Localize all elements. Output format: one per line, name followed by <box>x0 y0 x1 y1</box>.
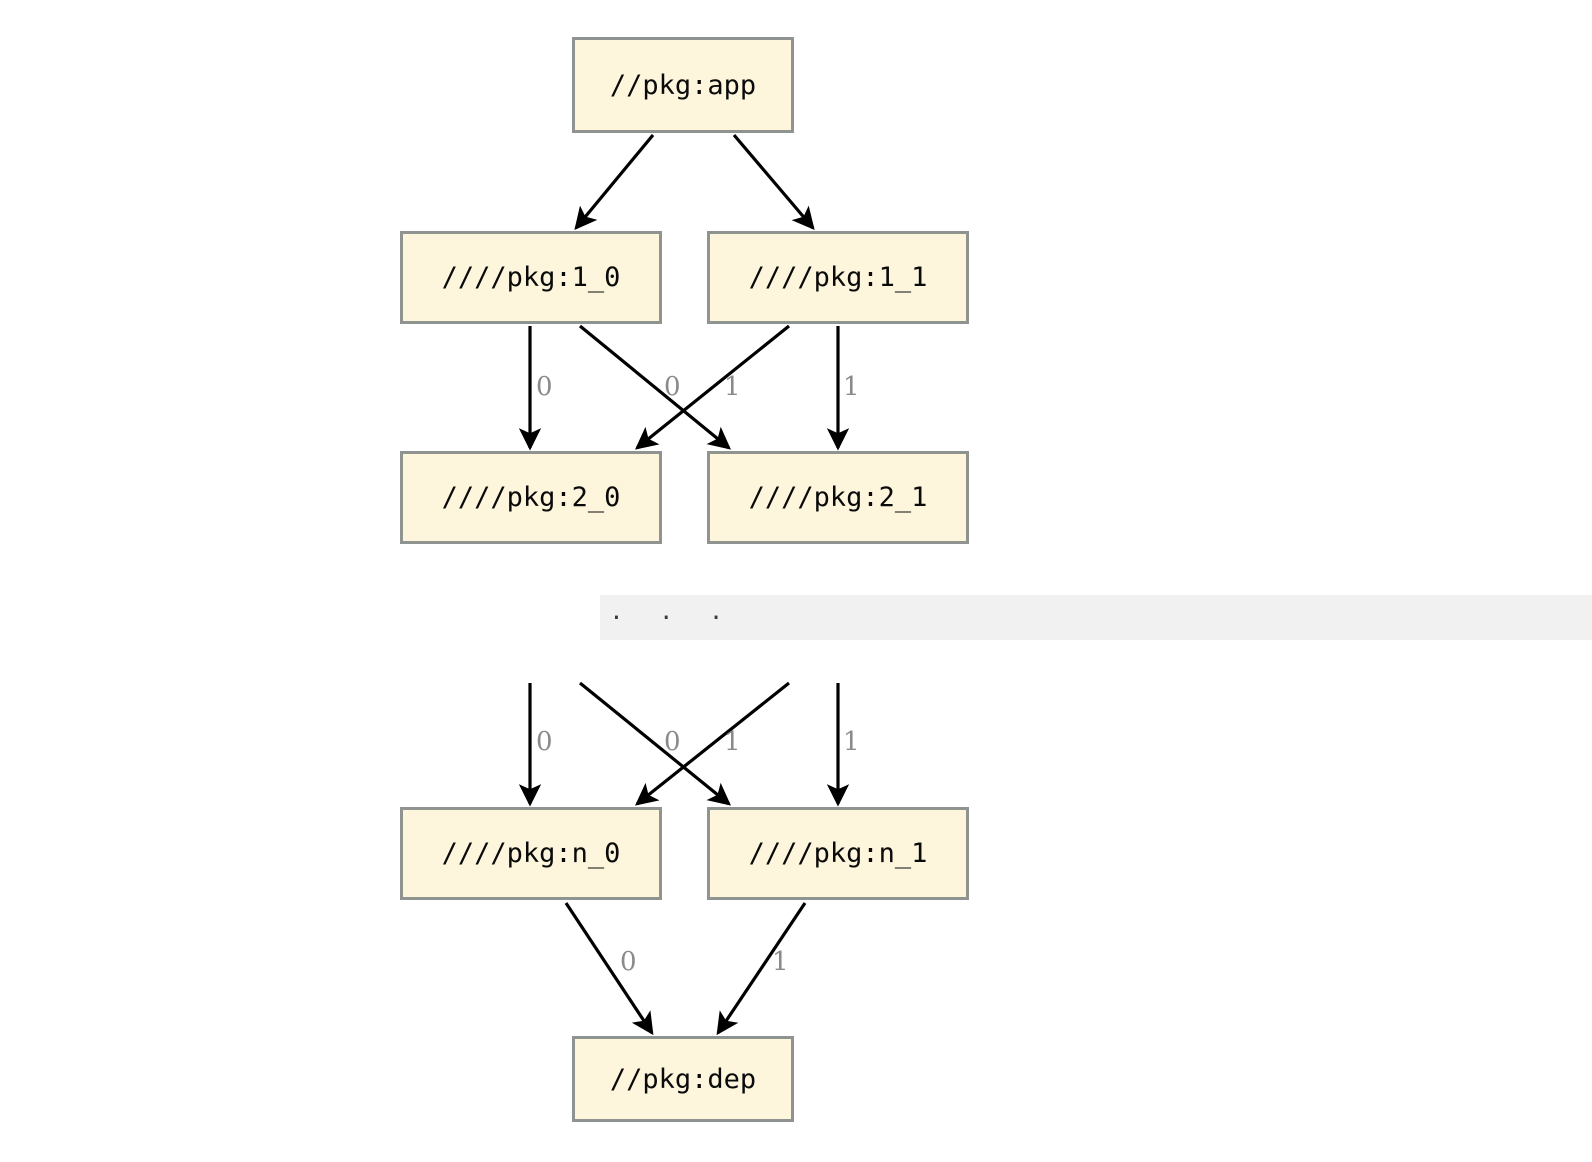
edge-none-to-n_1 <box>578 681 731 806</box>
node-label: //pkg:dep <box>609 1063 757 1095</box>
node-n_1[interactable]: ////pkg:n_1 <box>707 807 969 900</box>
node-label: ////pkg:2_1 <box>748 482 928 513</box>
edge-n_0-to-dep <box>564 902 654 1036</box>
edge-l1_1-to-l2_0 <box>635 324 791 450</box>
edge-label: 0 <box>620 947 637 977</box>
edge-none-to-n_0 <box>634 681 790 806</box>
edge-label: 0 <box>664 727 681 757</box>
node-l1_1[interactable]: ////pkg:1_1 <box>707 231 969 324</box>
edge-label: 1 <box>843 727 860 757</box>
edge-l1_0-to-l2_1 <box>578 324 731 450</box>
node-label: ////pkg:n_1 <box>748 838 928 869</box>
ellipsis-separator-band: · · · <box>600 595 1592 640</box>
edge-lines <box>518 133 850 1036</box>
node-label: ////pkg:1_0 <box>441 262 621 293</box>
edge-label: 0 <box>536 372 553 402</box>
node-dep[interactable]: //pkg:dep <box>572 1036 794 1122</box>
edge-label: 1 <box>843 372 860 402</box>
node-label: ////pkg:1_1 <box>748 262 928 293</box>
edge-label: 1 <box>724 727 741 757</box>
node-l2_1[interactable]: ////pkg:2_1 <box>707 451 969 544</box>
edge-label: 1 <box>772 947 789 977</box>
ellipsis-dots: · · · <box>612 601 737 634</box>
edge-label: 1 <box>724 372 741 402</box>
edge-app-to-l1_0 <box>574 133 655 230</box>
node-l1_0[interactable]: ////pkg:1_0 <box>400 231 662 324</box>
edge-n_1-to-dep <box>716 902 807 1036</box>
node-label: ////pkg:2_0 <box>441 482 621 513</box>
node-label: //pkg:app <box>609 69 757 101</box>
node-l2_0[interactable]: ////pkg:2_0 <box>400 451 662 544</box>
node-n_0[interactable]: ////pkg:n_0 <box>400 807 662 900</box>
edge-label: 0 <box>664 372 681 402</box>
node-label: ////pkg:n_0 <box>441 838 621 869</box>
edge-app-to-l1_1 <box>732 133 815 230</box>
node-app[interactable]: //pkg:app <box>572 37 794 133</box>
edge-label: 0 <box>536 727 553 757</box>
